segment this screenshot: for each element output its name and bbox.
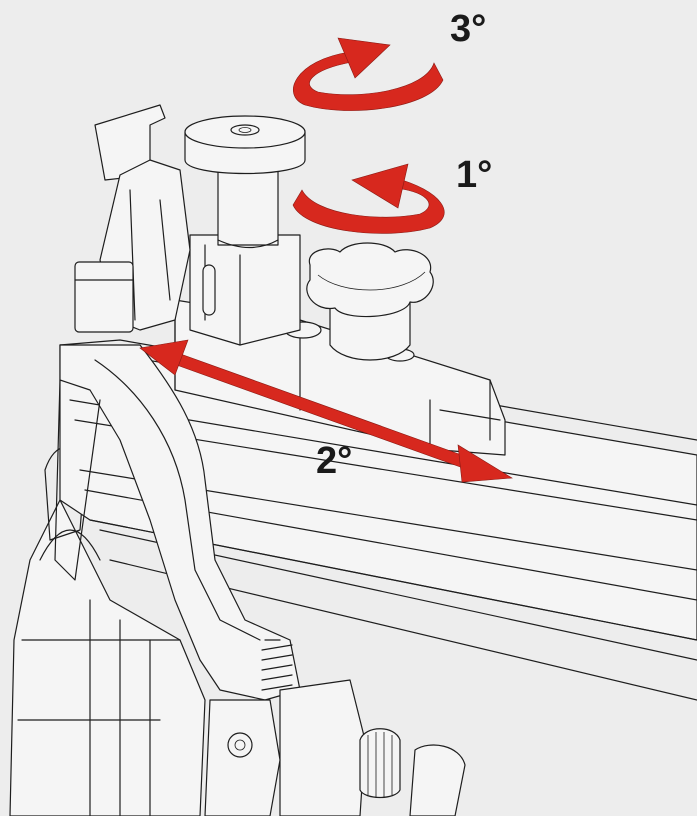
step-label-1: 1°	[456, 154, 493, 196]
step-label-2: 2°	[316, 440, 353, 482]
spring-mechanism	[204, 639, 466, 816]
top-knob	[184, 115, 306, 346]
double-headed-arrow-icon	[139, 339, 513, 483]
clamp-lever	[54, 104, 301, 701]
step-label-3: 3°	[450, 8, 487, 50]
rotate-ccw-arrow-icon	[293, 37, 444, 111]
rotate-cw-arrow-icon	[292, 163, 445, 234]
star-knob	[306, 242, 434, 361]
housing	[9, 446, 206, 816]
